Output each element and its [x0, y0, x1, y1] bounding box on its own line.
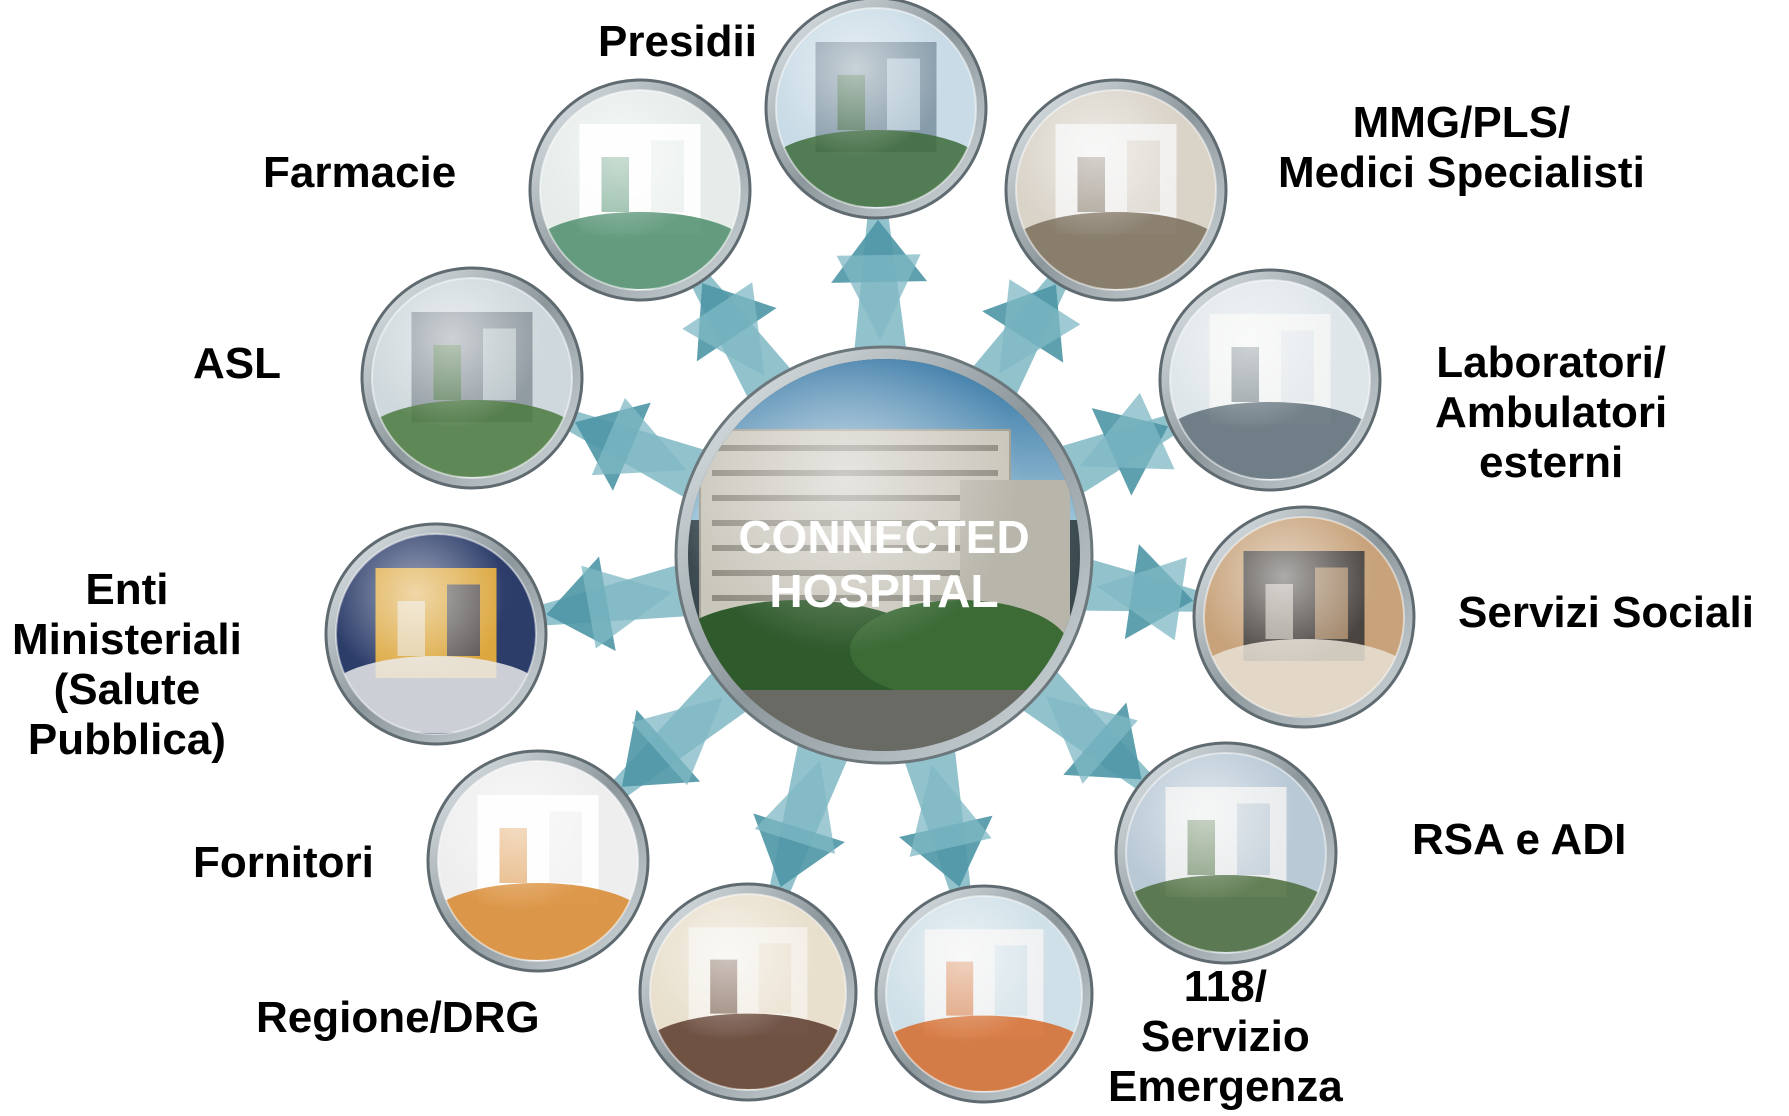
node-presidii [764, 0, 988, 220]
label-fornitori: Fornitori [193, 838, 374, 887]
arrowhead-inward-servizi-sociali [1096, 557, 1187, 641]
arrowhead-inward-fornitori [631, 697, 723, 786]
node-enti [324, 522, 548, 746]
arrowhead-inward-laboratori [1079, 392, 1175, 470]
node-farmacie [528, 78, 752, 302]
label-regione: Regione/DRG [256, 993, 540, 1042]
label-rsa: RSA e ADI [1412, 815, 1627, 864]
node-mmg [1004, 78, 1228, 302]
hub-title-line1: CONNECTED [738, 511, 1029, 563]
node-118 [874, 884, 1094, 1104]
arrowhead-inward-regione [754, 760, 835, 854]
label-presidii: Presidii [598, 17, 757, 66]
arrowhead-inward-farmacie [682, 282, 765, 377]
arrowhead-inward-asl [591, 397, 687, 476]
label-farmacie: Farmacie [263, 148, 457, 197]
label-mmg: MMG/PLS/ Medici Specialisti [1278, 98, 1645, 197]
arrowhead-inward-mmg [999, 279, 1081, 374]
node-laboratori [1158, 268, 1382, 492]
node-rsa [1114, 741, 1338, 965]
connector-arrows [536, 211, 1203, 898]
connected-hospital-hub: CONNECTED HOSPITAL [674, 345, 1094, 765]
label-servizi-sociali: Servizi Sociali [1458, 588, 1754, 637]
node-asl [360, 266, 584, 490]
arrowhead-inward-rsa [1046, 696, 1138, 784]
hub-title-line2: HOSPITAL [769, 565, 998, 617]
node-fornitori [426, 749, 650, 973]
label-laboratori: Laboratori/ Ambulatori esterni [1435, 338, 1668, 487]
arrowhead-inward-118 [909, 764, 992, 857]
arrowhead-inward-enti [581, 565, 673, 649]
node-circles [324, 0, 1416, 1104]
arrowhead-inward-presidii [836, 254, 921, 341]
label-asl: ASL [193, 339, 281, 388]
label-enti: Enti Ministeriali (Salute Pubblica) [12, 565, 242, 764]
node-regione [638, 882, 858, 1102]
label-118: 118/ Servizio Emergenza [1108, 962, 1343, 1111]
node-servizi-sociali [1192, 505, 1416, 729]
